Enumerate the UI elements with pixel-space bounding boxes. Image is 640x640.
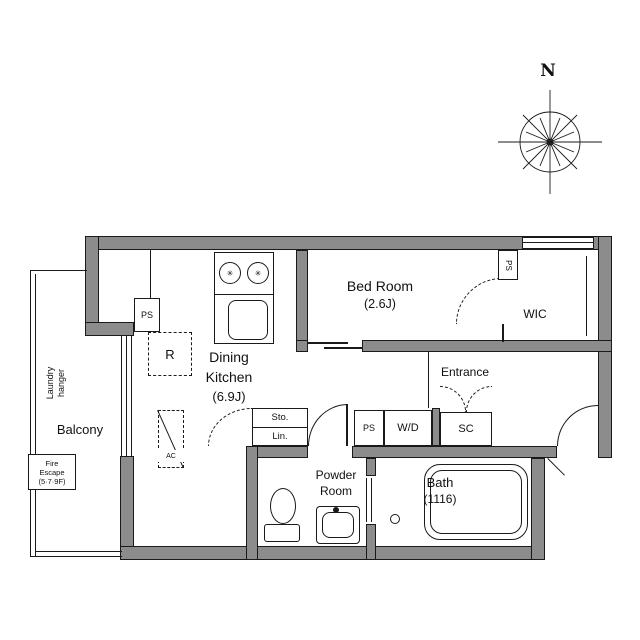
stove-burner-icon: ✳ — [219, 262, 241, 284]
wic-label: WIC — [523, 307, 547, 321]
bathtub-inner-line — [430, 470, 522, 534]
refrigerator-box: R — [148, 332, 192, 376]
kitchen-counter-divider — [214, 294, 274, 295]
wic-hanger-rod — [586, 256, 587, 336]
wall-hall-bottom — [352, 446, 557, 458]
powder-door-arc — [308, 404, 348, 446]
shoe-closet-box: SC — [440, 412, 492, 446]
balcony-bottom-inner-line — [35, 551, 122, 552]
wall-powder-bath-lower — [366, 524, 376, 560]
entrance-door-arc — [557, 405, 598, 446]
stove-burner-icon: ✳ — [247, 262, 269, 284]
compass-icon — [498, 90, 602, 194]
balcony-top-line — [30, 270, 87, 271]
balcony-window-line-1 — [121, 336, 122, 456]
wall-bottom — [120, 546, 545, 560]
washer-dryer-box: W/D — [384, 410, 432, 446]
storage-linen-divider — [252, 427, 308, 428]
shoe-closet-door-arc-left — [440, 386, 466, 412]
pipe-space-top-right: PS — [498, 250, 518, 280]
storage-label: Sto. — [271, 412, 289, 423]
compass-north-label: N — [540, 61, 556, 81]
bedroom-sliding-door-line-2 — [324, 347, 362, 349]
balcony-left-outer-line — [30, 270, 31, 557]
entrance-label: Entrance — [440, 365, 490, 379]
storage-door-arc — [208, 408, 252, 446]
wall-powder-left — [246, 446, 258, 560]
balcony-window-line-2 — [126, 336, 127, 456]
balcony-label: Balcony — [56, 421, 104, 437]
wall-left-step — [85, 322, 134, 336]
washbasin-faucet-icon — [333, 507, 339, 513]
balcony-left-inner-line — [35, 274, 36, 557]
wall-bedroom-bottom-corner — [296, 340, 308, 352]
linen-label: Lin. — [272, 431, 288, 442]
dining-kitchen-label: Dining Kitchen (6.9J) — [205, 349, 253, 404]
pipe-space-kitchen: PS — [134, 298, 160, 332]
laundry-hanger-label: Laundry hanger — [45, 366, 66, 400]
bedroom-window — [522, 237, 594, 249]
fire-escape-hatch: Fire Escape (5·7·9F) — [28, 454, 76, 490]
balcony-window-line-3 — [131, 336, 132, 456]
bedroom-label: Bed Room (2.6J) — [346, 278, 414, 311]
balcony-bottom-outer-line — [30, 556, 122, 557]
bedroom-sliding-door-line-1 — [308, 342, 348, 344]
wall-left-upper — [85, 236, 99, 336]
kitchen-partition-line — [150, 250, 151, 302]
bath-label: Bath (1116) — [423, 475, 457, 506]
powder-room-label: Powder Room — [315, 468, 357, 498]
bath-drain-icon — [390, 514, 400, 524]
washbasin-inner-icon — [322, 512, 354, 538]
kitchen-sink-icon — [228, 300, 268, 340]
bath-door-line-1 — [366, 478, 367, 522]
air-conditioner-label: AC — [158, 450, 184, 462]
wic-door-arc — [456, 278, 502, 324]
wall-bedroom-bottom — [362, 340, 612, 352]
entrance-step-line — [428, 352, 429, 408]
toilet-tank-icon — [264, 524, 300, 542]
pipe-space-hall: PS — [354, 410, 384, 446]
wall-wd-sc-stub — [432, 408, 440, 446]
powder-door-panel — [346, 404, 348, 446]
toilet-bowl-icon — [270, 488, 296, 524]
bath-door-line-2 — [371, 478, 372, 522]
wall-left-lower — [120, 456, 134, 560]
bedroom-window-center-line — [523, 242, 593, 243]
wic-wall-lower — [502, 324, 504, 342]
wall-powder-bath-upper — [366, 458, 376, 476]
porch-diagonal-line — [547, 458, 565, 476]
wall-bath-right — [531, 458, 545, 560]
wall-bedroom-left — [296, 250, 308, 352]
air-conditioner-box — [158, 410, 184, 468]
shoe-closet-door-arc-right — [466, 386, 492, 412]
